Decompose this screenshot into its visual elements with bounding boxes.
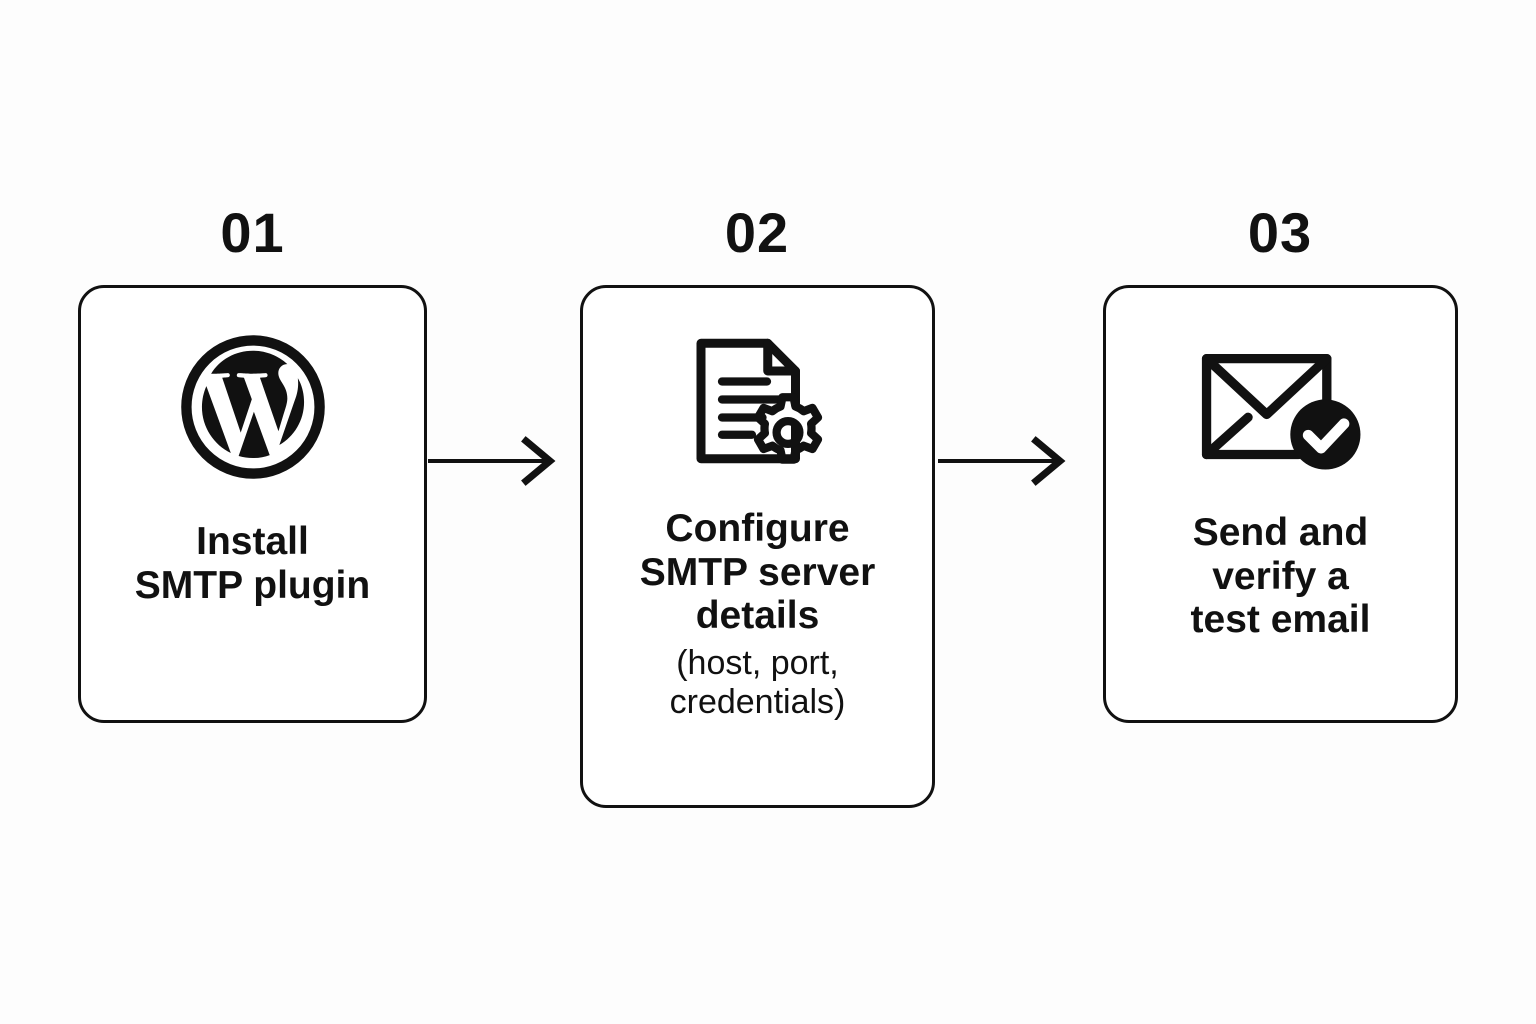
step-label-01-line1: Install — [196, 520, 309, 563]
step-card-02[interactable]: Configure SMTP server details (host, por… — [580, 285, 935, 808]
step-sublabel-02-line2: credentials) — [669, 682, 846, 721]
wordpress-logo-icon — [179, 333, 327, 486]
step-label-03-line2: verify a — [1212, 554, 1349, 598]
step-label-01: Install SMTP plugin — [125, 520, 380, 607]
step-03: 03 Send and verify a tes — [1085, 205, 1475, 735]
step-label-03: Send and verify a test email — [1181, 511, 1381, 642]
step-label-01-line2: SMTP plugin — [134, 563, 371, 607]
step-number-03: 03 — [1247, 201, 1313, 264]
connector-arrow-02-to-03 — [938, 433, 1078, 489]
step-02: 02 — [562, 205, 952, 825]
step-card-01[interactable]: Install SMTP plugin — [78, 285, 427, 723]
step-01: 01 Install SMTP plugin — [60, 205, 445, 735]
step-sublabel-02: (host, port, credentials) — [664, 644, 852, 722]
document-gear-icon — [683, 326, 833, 481]
connector-arrow-01-to-02 — [428, 433, 568, 489]
step-label-02: Configure SMTP server details — [630, 507, 886, 638]
step-sublabel-02-line1: (host, port, — [676, 644, 839, 683]
envelope-check-icon — [1195, 340, 1367, 481]
step-label-02-line2: SMTP server — [639, 550, 876, 594]
step-label-03-line3: test email — [1190, 598, 1371, 642]
step-number-01: 01 — [220, 201, 285, 264]
step-label-02-line3: details — [695, 594, 820, 638]
step-number-02: 02 — [724, 201, 790, 264]
step-label-02-line1: Configure — [665, 507, 850, 550]
step-card-03[interactable]: Send and verify a test email — [1103, 285, 1458, 723]
step-label-03-line1: Send and — [1192, 511, 1369, 554]
